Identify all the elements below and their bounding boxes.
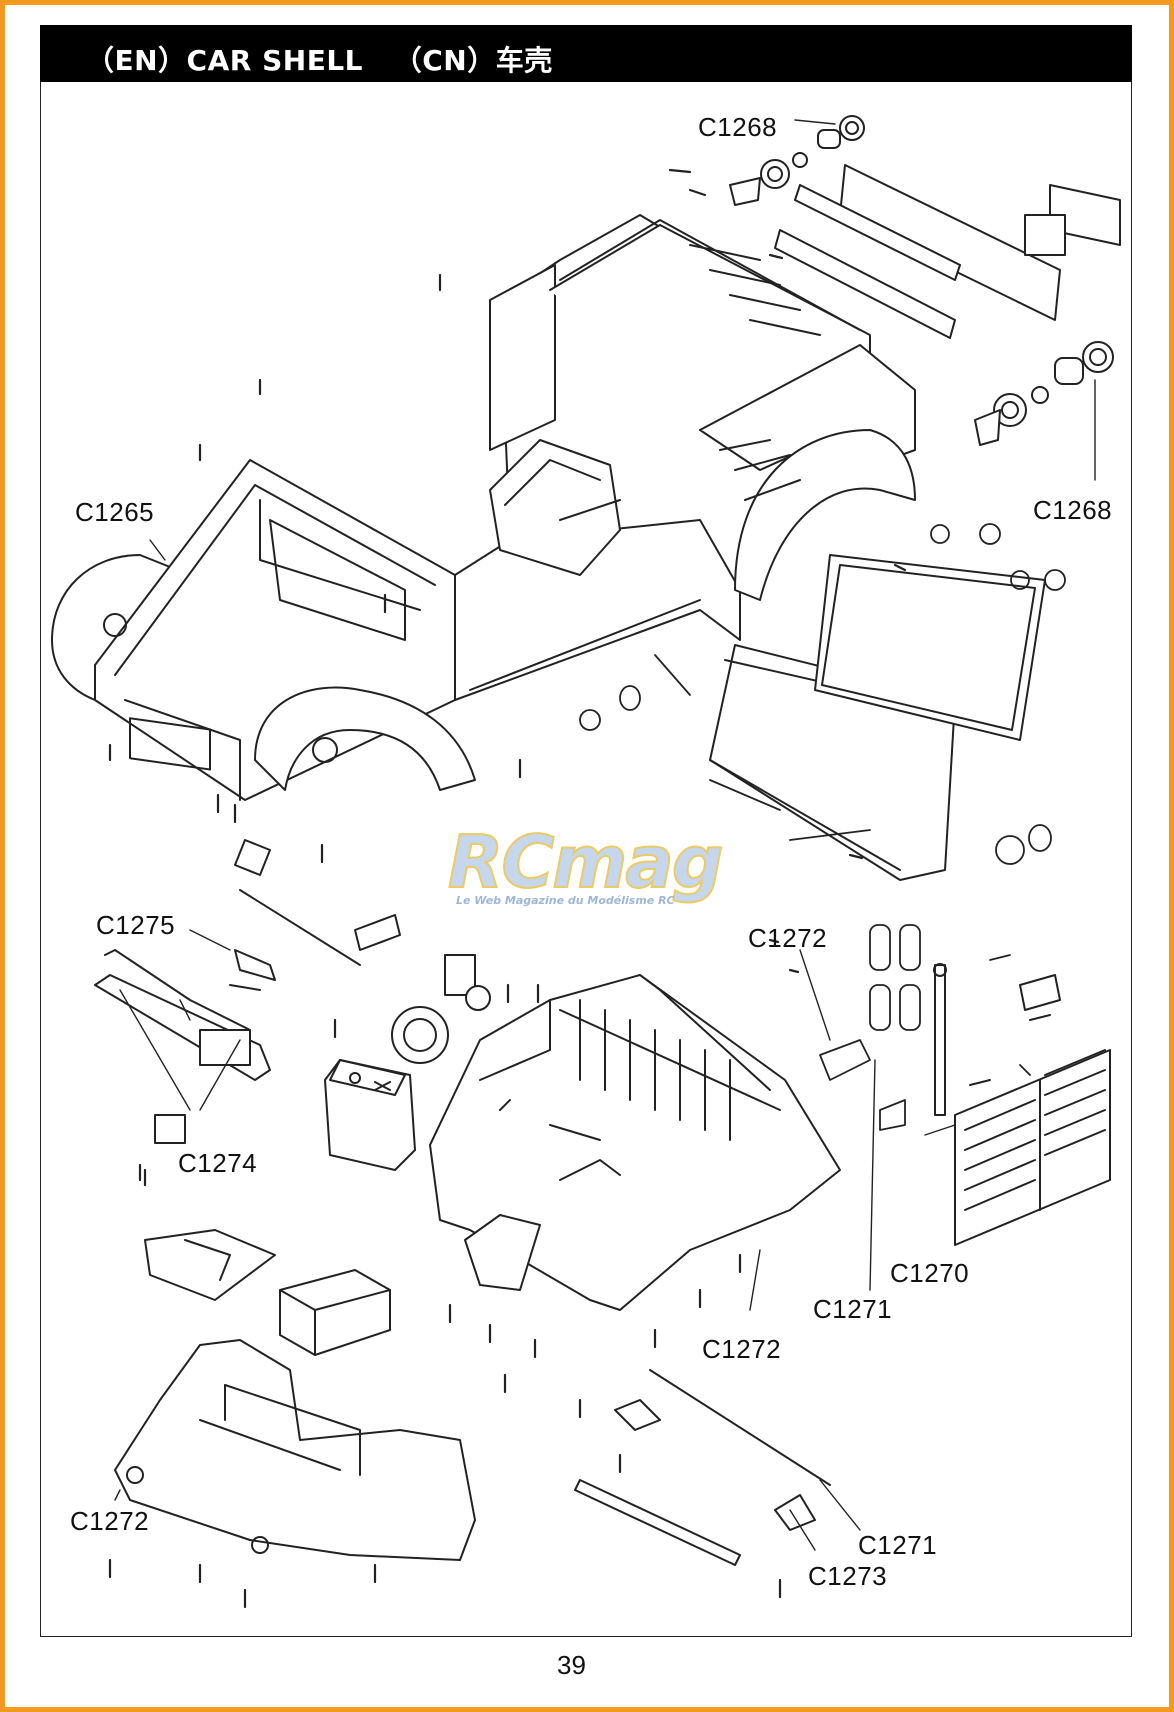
rear-light-assembly-top <box>729 115 865 206</box>
callout-c1272-bottom: C1272 <box>70 1506 150 1536</box>
watermark-tagline: Le Web Magazine du Modélisme RC <box>456 894 675 907</box>
lower-brackets <box>574 1369 831 1566</box>
rcmag-watermark: RCmag Le Web Magazine du Modélisme RC <box>440 819 740 920</box>
windshield-frame <box>709 554 1046 881</box>
callout-c1272-mid: C1272 <box>748 923 828 953</box>
callout-c1268-top: C1268 <box>698 112 778 142</box>
small-parts <box>579 523 1066 865</box>
interior-tub <box>429 974 841 1311</box>
callout-c1272-tub: C1272 <box>702 1334 782 1364</box>
callout-c1271-mid: C1271 <box>813 1294 893 1324</box>
callout-c1275: C1275 <box>96 910 176 940</box>
callout-c1274: C1274 <box>178 1148 258 1178</box>
page-title: （EN）CAR SHELL （CN）车壳 <box>86 44 553 77</box>
callout-c1273: C1273 <box>808 1561 888 1591</box>
hinge-parts <box>819 924 1031 1131</box>
callout-c1268-right: C1268 <box>1033 495 1113 525</box>
battery-module <box>324 954 491 1171</box>
leader-lines <box>114 119 1096 1551</box>
callout-c1270: C1270 <box>890 1258 970 1288</box>
page-number: 39 <box>557 1650 586 1680</box>
front-seat-hardware <box>94 839 401 1144</box>
rear-panel <box>774 164 1121 339</box>
screws <box>108 168 907 1609</box>
car-body-part <box>51 214 916 801</box>
callout-c1265: C1265 <box>75 497 155 527</box>
lower-chassis <box>114 1229 476 1561</box>
rear-light-assembly-right <box>974 341 1114 446</box>
door-panel <box>933 963 1111 1246</box>
callout-c1271-bottom: C1271 <box>858 1530 938 1560</box>
watermark-logo: RCmag <box>447 819 724 905</box>
header-bar: （EN）CAR SHELL （CN）车壳 <box>40 25 1132 82</box>
